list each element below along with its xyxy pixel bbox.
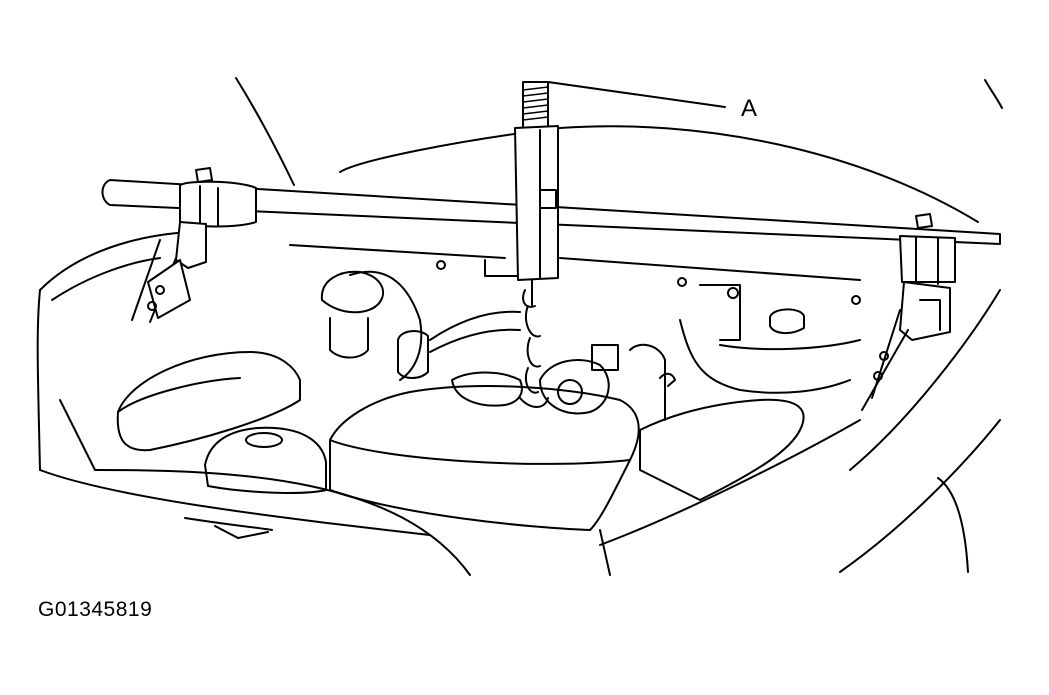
hood-opening-outline <box>36 77 1003 576</box>
engine-compartment-components <box>116 244 861 576</box>
hook-assembly-a <box>514 81 726 408</box>
figure-id-label: G01345819 <box>38 598 153 621</box>
callout-label-a: A <box>741 95 758 122</box>
